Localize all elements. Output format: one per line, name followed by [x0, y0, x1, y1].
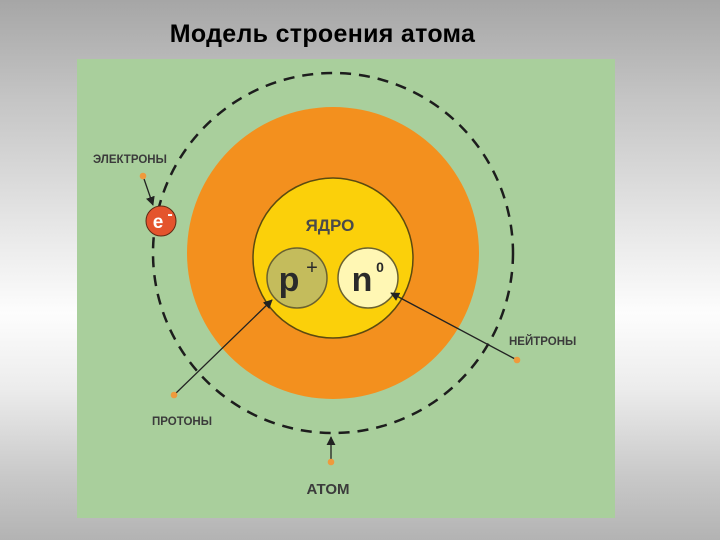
atom-label: АТОМ [306, 481, 349, 498]
atom-diagram-svg: ЯДРО p + n 0 e - ЭЛЕКТРОНЫ ПРОТОНЫ [77, 59, 615, 518]
neutrons-label: НЕЙТРОНЫ [509, 335, 576, 348]
electron-symbol: e [153, 212, 164, 233]
atom-diagram: ЯДРО p + n 0 e - ЭЛЕКТРОНЫ ПРОТОНЫ [77, 59, 615, 518]
electron-charge: - [167, 206, 172, 223]
proton-symbol: p [279, 261, 300, 299]
neutron-charge: 0 [376, 259, 384, 275]
slide-title: Модель строения атома [169, 20, 476, 48]
electron-circle [145, 205, 177, 237]
electron: e - [145, 205, 177, 237]
proton-circle [266, 247, 328, 309]
nucleus-label: ЯДРО [306, 216, 355, 235]
neutron: n 0 [337, 247, 399, 309]
protons-label: ПРОТОНЫ [152, 416, 212, 428]
neutrons-pointer-dot [513, 356, 521, 364]
neutrons-pointer-line [390, 292, 518, 361]
electrons-pointer-dot [139, 172, 147, 180]
electron-orbit [151, 71, 515, 435]
electrons-pointer-line [142, 175, 155, 206]
neutron-circle [337, 247, 399, 309]
atom-pointer-dot [327, 458, 335, 466]
electrons-label: ЭЛЕКТРОНЫ [93, 154, 167, 166]
proton: p + [266, 247, 328, 309]
protons-pointer-line [173, 299, 273, 396]
protons-pointer-dot [170, 391, 178, 399]
proton-charge: + [306, 257, 318, 279]
neutron-symbol: n [352, 261, 373, 299]
